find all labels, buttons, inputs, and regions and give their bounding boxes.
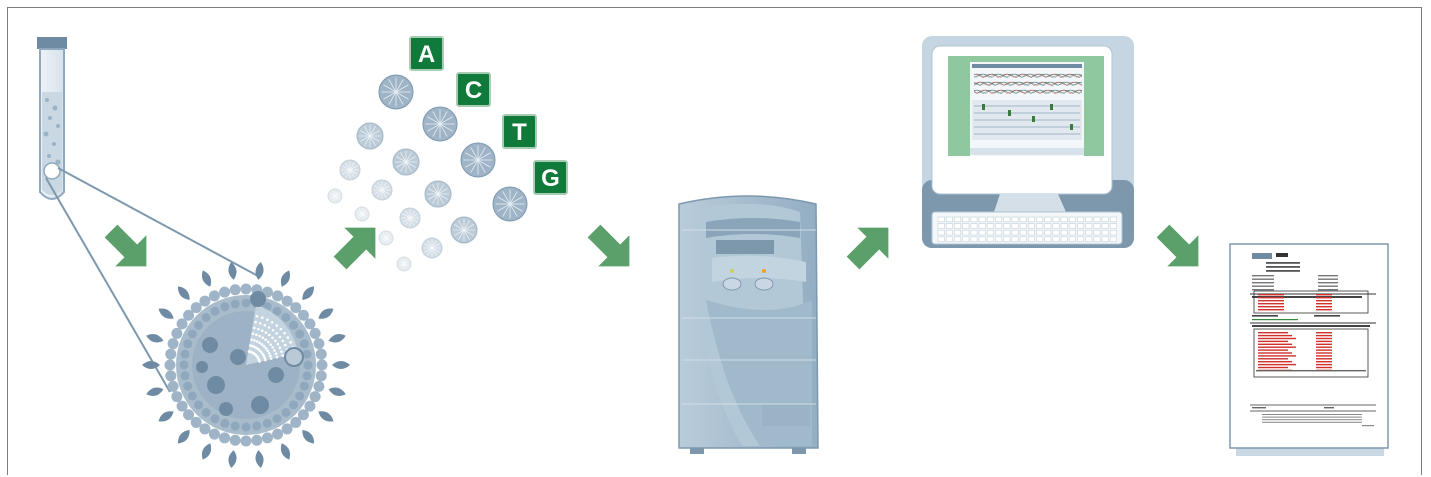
nucleotide-label: G xyxy=(541,165,560,192)
nucleotide-bead xyxy=(397,257,411,271)
computer-monitor-icon xyxy=(922,36,1134,248)
test-tube-icon xyxy=(37,37,67,199)
nucleotide-bead xyxy=(451,217,477,243)
flow-arrow-icon xyxy=(1147,215,1213,281)
nucleotide-badge-c: C xyxy=(457,73,490,106)
nucleotide-badge-g: G xyxy=(534,161,567,194)
flow-arrow-icon xyxy=(578,215,644,281)
nucleotide-bead xyxy=(393,149,419,175)
virus-particle-icon xyxy=(142,261,350,468)
flow-arrow-icon xyxy=(95,215,161,281)
nucleotide-bead xyxy=(357,123,383,149)
nucleotide-label: C xyxy=(465,77,482,104)
nucleotide-bead xyxy=(379,75,413,109)
flow-arrow-icon xyxy=(837,212,903,278)
nucleotide-label: A xyxy=(418,41,435,68)
nucleotide-bead xyxy=(328,189,342,203)
nucleotide-bead xyxy=(423,107,457,141)
nucleotide-bead xyxy=(425,181,451,207)
sequencer-tower-icon xyxy=(679,196,818,454)
nucleotide-bead xyxy=(461,143,495,177)
nucleotide-bead xyxy=(379,231,393,245)
nucleotide-bead xyxy=(493,187,527,221)
nucleotide-badge-t: T xyxy=(503,115,536,148)
flow-arrow-icon xyxy=(324,212,390,278)
nucleotide-label: T xyxy=(512,119,527,146)
nucleotide-badge-a: A xyxy=(410,37,443,70)
nucleotide-bead xyxy=(400,208,420,228)
nucleotide-bead xyxy=(355,207,369,221)
nucleotide-bead xyxy=(422,238,442,258)
nucleotide-bead xyxy=(372,180,392,200)
resistance-report-icon xyxy=(1230,244,1388,456)
nucleotide-bead xyxy=(340,160,360,180)
